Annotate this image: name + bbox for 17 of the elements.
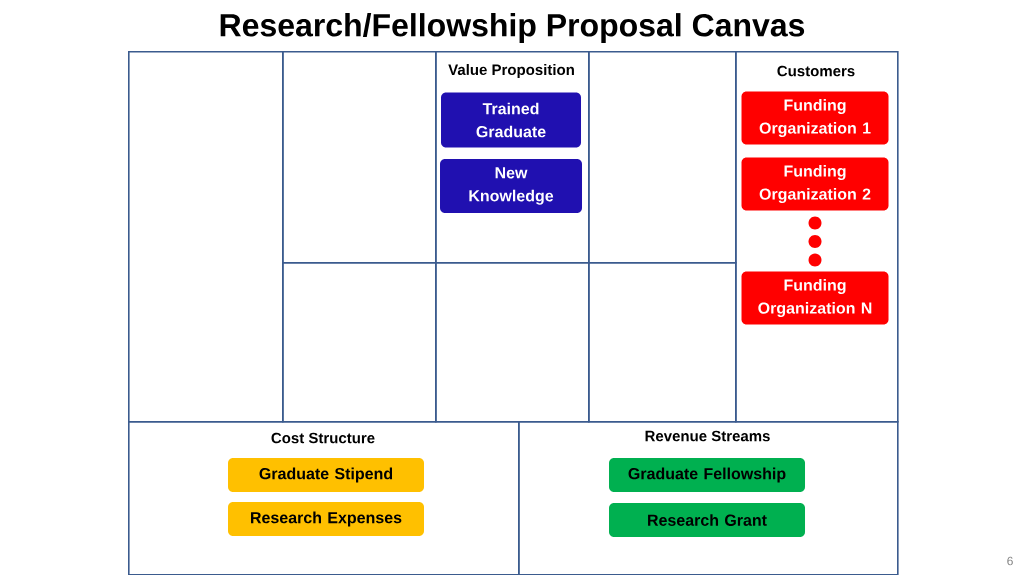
item-box: Funding Organization 2 [741,157,889,211]
empty-section [282,51,437,264]
item-box: Graduate Fellowship [609,458,805,492]
title: Research/Fellowship Proposal Canvas [220,13,805,43]
item-box: Trained Graduate [441,92,581,148]
item-box: Graduate Stipend [228,458,424,492]
item-box: Research Grant [609,503,805,537]
empty-section [128,51,284,423]
empty-section [588,262,737,423]
empty-section [588,51,737,264]
item-box: Funding Organization N [741,271,889,325]
empty-section [282,262,437,423]
item-box: Funding Organization 1 [741,91,889,145]
page-number: 6 [1007,556,1013,566]
item-box: Research Expenses [228,502,424,536]
empty-section [435,262,590,423]
item-box: New Knowledge [440,159,582,213]
